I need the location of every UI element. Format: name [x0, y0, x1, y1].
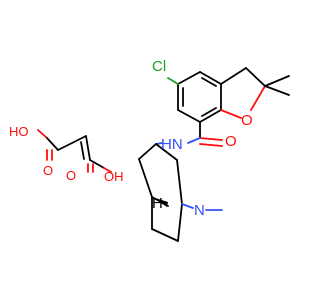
carbonyl-double-bond: [199, 137, 223, 141]
carboxamide-group: [187, 121, 223, 147]
bond-to-oxygen: [220, 109, 242, 119]
bond: [177, 109, 201, 123]
tropane-bicycle: [138, 142, 223, 242]
bond-to-oxygen: [250, 85, 266, 111]
bond: [177, 203, 183, 242]
bond: [245, 67, 266, 87]
bond-to-oxygen: [103, 167, 112, 173]
bond: [220, 67, 247, 85]
acid-oxygen-right-label: O: [66, 168, 76, 183]
carbonyl-double-bond: [199, 143, 223, 147]
acid-oxygen-left-label: O: [43, 163, 53, 178]
acid-hydroxyl-left-label: HO: [9, 124, 29, 139]
bond-to-chlorine: [167, 77, 179, 85]
bond: [151, 228, 179, 242]
stereo-wedge: [152, 197, 168, 207]
bond: [199, 109, 222, 123]
amide-nh-label: HN: [161, 136, 183, 153]
bond: [138, 158, 153, 198]
bond: [199, 71, 222, 85]
bridgehead-hydrogen-label: H: [152, 195, 163, 212]
bond: [177, 71, 201, 85]
bond: [57, 135, 87, 151]
bond: [46, 137, 59, 151]
chlorine-atom-label: Cl: [152, 58, 166, 75]
ring-nitrogen-label: N: [194, 202, 205, 219]
benzene-ring: [177, 71, 222, 123]
cis-double-bond: [85, 135, 91, 161]
chemical-structure-diagram: Cl O O HN N H HO O O OH: [9, 58, 290, 242]
bond: [155, 143, 178, 161]
methyl-bond: [264, 85, 290, 96]
carbonyl-oxygen-label: O: [225, 133, 237, 150]
aromatic-bond: [201, 77, 217, 87]
methyl-bond: [264, 75, 290, 87]
furan-oxygen-label: O: [241, 112, 253, 129]
bond-to-oxygen: [37, 129, 48, 139]
aromatic-bond: [201, 107, 217, 117]
bond: [176, 159, 183, 205]
acid-hydroxyl-right-label: OH: [104, 169, 124, 184]
bond: [138, 143, 157, 160]
bond-to-nitrogen: [181, 203, 194, 209]
bond: [89, 159, 105, 169]
maleic-acid: [37, 129, 112, 173]
dihydrofuran-ring: [220, 67, 290, 119]
cis-double-bond: [80, 141, 85, 160]
bond-to-nitrogen: [187, 137, 201, 144]
